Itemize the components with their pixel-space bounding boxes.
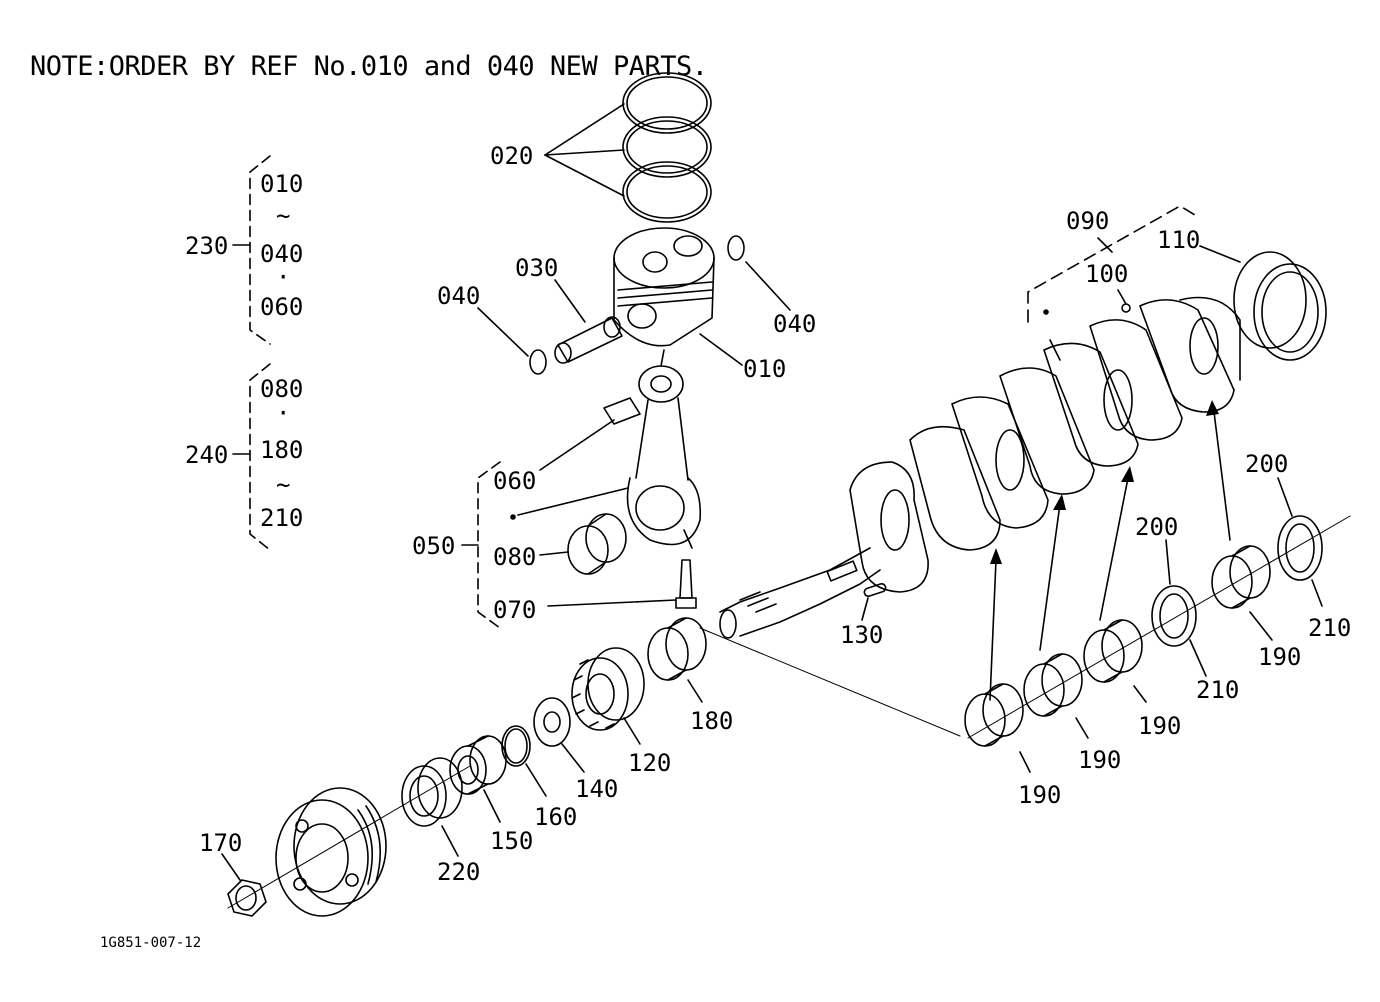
callout-190: 190 bbox=[1138, 712, 1181, 740]
oil-seal bbox=[401, 757, 463, 857]
bracket-240 bbox=[249, 363, 271, 551]
callout-190: 190 bbox=[1018, 781, 1061, 809]
group-230-item: · bbox=[276, 263, 290, 291]
bearing-axis-line bbox=[967, 515, 1351, 739]
callout-150: 150 bbox=[490, 827, 533, 855]
note-text: NOTE:ORDER BY REF No.010 and 040 NEW PAR… bbox=[30, 51, 707, 82]
callout-050: 050 bbox=[412, 532, 455, 560]
piston-pin bbox=[554, 279, 623, 364]
circlip-right bbox=[727, 235, 791, 311]
group-240-item: 180 bbox=[260, 436, 303, 464]
callout-090: 090 bbox=[1066, 207, 1109, 235]
thrust-washer-1 bbox=[1151, 539, 1207, 677]
connecting-rod bbox=[517, 349, 702, 549]
callout-210: 210 bbox=[1308, 614, 1351, 642]
callout-110: 110 bbox=[1157, 226, 1200, 254]
collar-washer bbox=[533, 697, 585, 773]
callout-210: 210 bbox=[1196, 676, 1239, 704]
woodruff-key bbox=[861, 583, 887, 621]
group-240-item: 210 bbox=[260, 504, 303, 532]
main-bearing-4 bbox=[1211, 545, 1273, 641]
group-230-item: 040 bbox=[260, 240, 303, 268]
callout-020: 020 bbox=[490, 142, 533, 170]
callout-080: 080 bbox=[493, 543, 536, 571]
bracket-090 bbox=[1027, 205, 1201, 323]
callout-120: 120 bbox=[628, 749, 671, 777]
main-bearing-3 bbox=[1083, 619, 1143, 683]
group-240-item: 080 bbox=[260, 375, 303, 403]
callout-010: 010 bbox=[743, 355, 786, 383]
callout-200: 200 bbox=[1135, 513, 1178, 541]
callout-140: 140 bbox=[575, 775, 618, 803]
bracket-230 bbox=[249, 155, 271, 345]
piston bbox=[613, 227, 743, 366]
drawing-code: 1G851-007-12 bbox=[100, 935, 201, 951]
callout-170: 170 bbox=[199, 829, 242, 857]
callout-070: 070 bbox=[493, 596, 536, 624]
callout-040: 040 bbox=[773, 310, 816, 338]
piston-rings bbox=[544, 72, 712, 223]
crank-axis-line bbox=[699, 627, 961, 737]
callout-180: 180 bbox=[690, 707, 733, 735]
o-ring bbox=[501, 725, 547, 797]
callout-200: 200 bbox=[1245, 450, 1288, 478]
callout-190: 190 bbox=[1078, 746, 1121, 774]
group-230-item: 060 bbox=[260, 293, 303, 321]
callout-220: 220 bbox=[437, 858, 480, 886]
callout-100: 100 bbox=[1085, 260, 1128, 288]
group-230-item: ~ bbox=[276, 202, 290, 230]
thrust-washer-2 bbox=[1277, 477, 1323, 607]
main-bearing-1 bbox=[964, 683, 1024, 747]
sleeve bbox=[449, 735, 507, 823]
group-240-item: · bbox=[276, 399, 290, 427]
rod-bolt bbox=[547, 559, 697, 609]
callout-130: 130 bbox=[840, 621, 883, 649]
callout-040: 040 bbox=[437, 282, 480, 310]
callout-160: 160 bbox=[534, 803, 577, 831]
rear-bearing bbox=[1199, 245, 1327, 361]
rod-bearing bbox=[539, 513, 627, 575]
crank-gear bbox=[571, 647, 645, 745]
crank-pulley bbox=[275, 787, 387, 917]
main-bearing-2 bbox=[1023, 653, 1083, 717]
group-ref-230: 230 bbox=[185, 232, 228, 260]
group-240-item: ~ bbox=[276, 471, 290, 499]
crank-nut bbox=[221, 853, 267, 917]
group-230-item: 010 bbox=[260, 170, 303, 198]
front-main-bearing bbox=[647, 617, 707, 703]
circlip-left bbox=[477, 307, 547, 375]
assembly-arrows bbox=[989, 411, 1231, 701]
group-ref-240: 240 bbox=[185, 441, 228, 469]
callout-190: 190 bbox=[1258, 643, 1301, 671]
crankshaft bbox=[719, 289, 1241, 639]
callout-030: 030 bbox=[515, 254, 558, 282]
callout-060: 060 bbox=[493, 467, 536, 495]
